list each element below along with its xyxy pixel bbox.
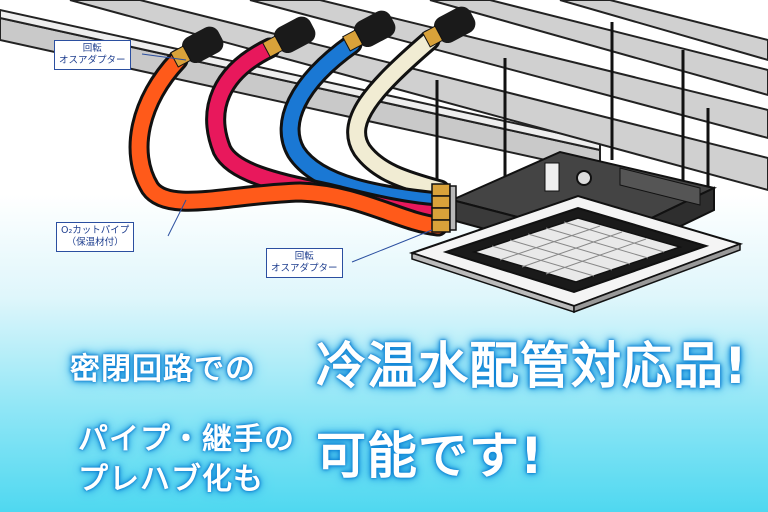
callout-adapter-bottom-line1: 回転 xyxy=(294,251,314,262)
cassette-unit xyxy=(408,150,744,314)
callout-pipe-line1: O₂カットパイプ xyxy=(61,225,130,236)
callout-adapter-bottom-line2: オスアダプター xyxy=(271,263,338,274)
callout-adapter-top-line2: オスアダプター xyxy=(59,55,126,66)
headline-line2-small: パイプ・継手の xyxy=(78,422,295,457)
headline-line1-big: 冷温水配管対応品! xyxy=(316,337,748,395)
headline-line3-small: プレハブ化も xyxy=(78,462,264,497)
top-elbows xyxy=(170,6,476,68)
pipes xyxy=(128,29,451,237)
callout-adapter-top: 回転 オスアダプター xyxy=(54,40,131,70)
callout-adapter-top-line1: 回転 xyxy=(82,43,102,54)
headline-line23-big: 可能です! xyxy=(316,427,544,485)
headline-line1-small: 密閉回路での xyxy=(70,352,256,387)
unit-adapters xyxy=(431,183,457,233)
callout-pipe-line2: （保温材付） xyxy=(66,237,124,248)
callout-adapter-bottom: 回転 オスアダプター xyxy=(266,248,343,278)
leader-lines xyxy=(141,53,433,263)
callout-pipe: O₂カットパイプ （保温材付） xyxy=(56,222,135,252)
